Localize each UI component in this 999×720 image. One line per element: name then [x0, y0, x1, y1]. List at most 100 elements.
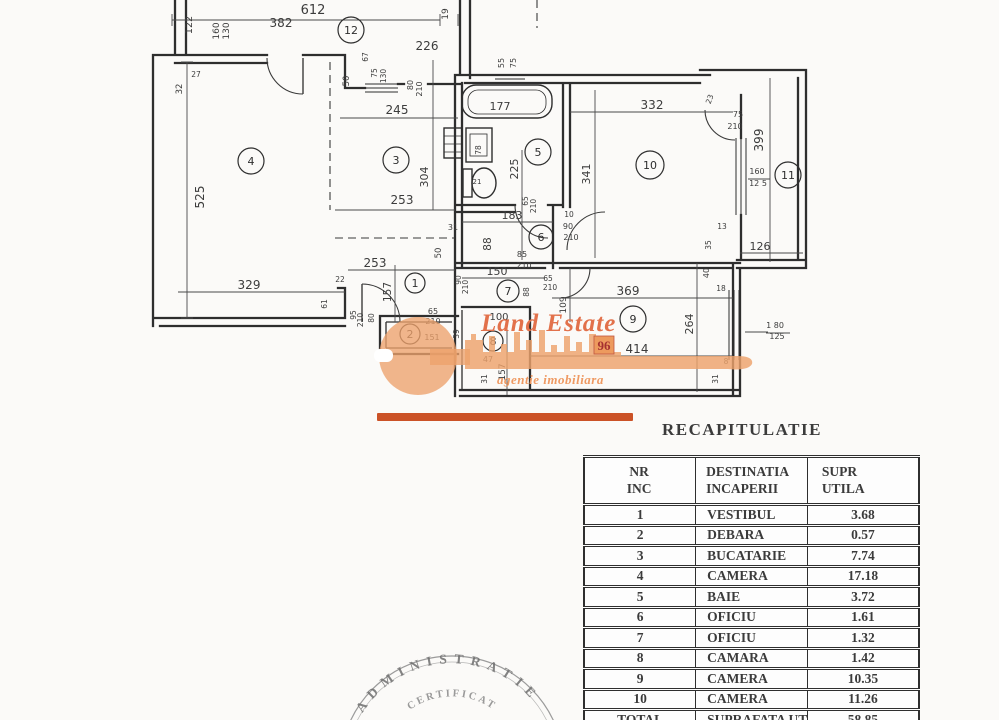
room-number: 9: [619, 305, 647, 333]
dimension-label: 264: [683, 314, 696, 335]
dimension-label: 122: [184, 16, 195, 34]
room-number: 1: [404, 272, 426, 294]
logo-subtitle: agentie imobiliara: [497, 372, 604, 387]
logo-connector: [430, 349, 470, 365]
dimension-label: 12 5: [749, 179, 767, 188]
dimension-label: 65: [543, 274, 553, 283]
dimension-label: 612: [301, 3, 326, 18]
recap-title: RECAPITULATIE: [662, 420, 822, 439]
logo-circle-slot: [374, 349, 393, 362]
dimension-label: 210: [529, 199, 538, 214]
dimension-label: 226: [416, 39, 439, 53]
col-supr-line2: UTILA: [821, 480, 865, 496]
dimension-label: 23: [704, 93, 716, 105]
dimension-label: 329: [238, 278, 261, 292]
dimension-label: 61: [320, 299, 329, 309]
dimension-label: 19: [441, 8, 451, 20]
svg-text:12: 12: [344, 24, 358, 37]
dimension-label: 22: [335, 275, 345, 284]
dimension-label: 95: [349, 310, 358, 320]
dimension-label: 13: [717, 222, 727, 231]
room-number: 10: [635, 150, 665, 180]
dimension-label: 50: [434, 248, 444, 259]
dimension-label: 21: [473, 178, 482, 186]
dimension-label: 65: [521, 196, 530, 206]
room-number: 4: [237, 147, 265, 175]
dimension-label: 65: [428, 307, 438, 316]
dimension-label: 183: [502, 209, 523, 222]
dimension-label: 75: [370, 68, 379, 78]
recap-header-row: NR INC DESTINATIA INCAPERII SUPR UTILA: [583, 455, 920, 505]
dimension-label: 414: [626, 342, 649, 356]
logo-title: Land Estate: [480, 310, 616, 337]
dimension-label: 157: [382, 282, 394, 302]
dimension-label: 100: [489, 312, 508, 323]
svg-text:5: 5: [535, 146, 542, 159]
room-number: 6: [528, 224, 554, 250]
dimension-label: 55: [497, 58, 506, 68]
dimension-label: 31: [448, 223, 458, 232]
dimension-label: 80: [406, 80, 415, 90]
recap-table: NR INC DESTINATIA INCAPERII SUPR UTILA 1…: [583, 455, 920, 720]
bathtub: [461, 84, 553, 119]
svg-text:3: 3: [393, 154, 400, 167]
col-nr-line2: INC: [626, 480, 652, 496]
sink: [465, 127, 493, 163]
dimension-label: 40: [702, 268, 711, 278]
dimension-label: 210: [543, 283, 558, 292]
dimension-label: 75: [733, 110, 743, 119]
room-number: 11: [774, 161, 802, 189]
toilet-tank: [462, 168, 473, 198]
logo-monogram: 96: [598, 338, 612, 353]
dimension-label: 67: [361, 52, 370, 62]
plan-fixtures: [443, 84, 553, 199]
agency-watermark: 96 Land Estate agentie imobiliara: [374, 310, 753, 421]
dimension-label: 1 80: [766, 321, 784, 330]
dimension-label: 253: [391, 193, 414, 207]
col-dest-line2: INCAPERII: [706, 480, 779, 496]
dimension-label: 210: [415, 81, 424, 96]
dimension-label: 85: [517, 250, 527, 259]
toilet-bowl: [471, 167, 497, 199]
dimension-label: 130: [222, 22, 232, 39]
dimension-label: 369: [617, 284, 640, 298]
dimension-label: 31: [480, 374, 489, 384]
room-number: 5: [524, 138, 552, 166]
dimension-label: 18: [716, 284, 726, 293]
dimension-label: 210: [727, 122, 742, 131]
dimension-label: 130: [379, 69, 388, 84]
svg-text:10: 10: [643, 159, 657, 172]
radiator: [443, 127, 463, 159]
dimension-label: 399: [752, 129, 766, 152]
svg-text:7: 7: [505, 285, 512, 298]
svg-text:9: 9: [630, 313, 637, 326]
dimension-label: 177: [490, 100, 511, 113]
room-number: 7: [496, 279, 520, 303]
stamp-inner-text: CERTIFICAT: [406, 688, 496, 712]
dimension-label: 382: [270, 16, 293, 30]
recap-col-dest: DESTINATIA INCAPERII: [695, 455, 808, 505]
dimension-label: 210: [563, 233, 578, 242]
col-nr-line1: NR: [629, 463, 649, 479]
bathtub-inner: [467, 89, 547, 115]
dimension-label: 39: [452, 329, 461, 339]
dimension-label: 341: [580, 164, 593, 185]
svg-text:11: 11: [781, 169, 795, 182]
dimension-label: 27: [191, 70, 201, 79]
dimension-label: 88: [522, 287, 531, 297]
dimension-label: 78: [474, 145, 483, 155]
dimension-label: 160: [212, 22, 222, 39]
dimension-label: 157: [498, 363, 508, 380]
